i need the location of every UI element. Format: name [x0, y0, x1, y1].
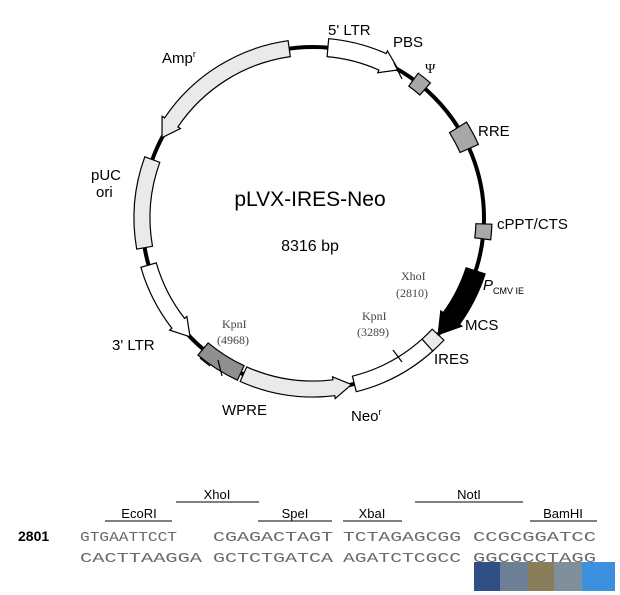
- ecori-enzyme-label: EcoRI: [121, 506, 156, 521]
- top-strand-block-2: CGAGACTAGT: [213, 530, 333, 546]
- top-strand-block-1: GTGAATTCCT: [80, 530, 177, 546]
- cppt-feature: [474, 223, 493, 241]
- kpni2-site-name: KpnI: [222, 317, 247, 331]
- psi-symbol: Ψ: [425, 62, 436, 77]
- neo-label-main: Neo: [351, 408, 379, 425]
- xhoi-site-name: XhoI: [401, 269, 426, 283]
- ltr5-label: 5' LTR: [328, 22, 371, 39]
- noti-enzyme-label: NotI: [457, 487, 481, 502]
- ires-label: IRES: [434, 351, 469, 368]
- top-strand-block-3: TCTAGAGCGG: [343, 530, 461, 546]
- pbs-tick: [393, 62, 403, 80]
- psi-feature: [407, 72, 432, 96]
- pbs-label: PBS: [393, 34, 423, 51]
- kpni-site-pos: (3289): [357, 325, 389, 339]
- amp-label-sup: r: [193, 49, 196, 59]
- amp-feature: [161, 40, 291, 139]
- bottom-strand-block-3: AGATCTCGCC: [343, 551, 461, 567]
- amp-label: Ampr: [162, 49, 196, 67]
- pcmv-label-sub: CMV IE: [493, 286, 524, 296]
- mcs-sequence-panel: XhoI NotI EcoRI SpeI XbaI BamHI 2801 GTG…: [18, 487, 615, 591]
- bamhi-enzyme-label: BamHI: [543, 506, 583, 521]
- pcmv-label-main: P: [483, 277, 493, 294]
- cppt-label: cPPT/CTS: [497, 216, 568, 233]
- bottom-strand-block-2: GCTCTGATCA: [213, 551, 334, 567]
- rre-label: RRE: [478, 123, 510, 140]
- kpn-4968-tick: [199, 357, 211, 367]
- ltr3-label: 3' LTR: [112, 337, 155, 354]
- puc-ori-feature: [133, 156, 161, 250]
- puc-label-line1: pUC: [91, 167, 121, 184]
- ltr3-wpre-tick: [217, 359, 223, 377]
- pcmv-promoter-feature: [437, 267, 486, 336]
- ires-feature: [351, 338, 434, 393]
- color-swatch-strip: [474, 562, 615, 591]
- wpre-feature: [197, 342, 245, 381]
- ltr3-feature: [140, 262, 191, 338]
- pcmv-label: PCMV IE: [483, 277, 524, 296]
- kpni2-site-pos: (4968): [217, 333, 249, 347]
- xhoi-enzyme-label: XhoI: [204, 487, 231, 502]
- mcs-feature: [421, 328, 445, 352]
- bottom-strand-block-1: CACTTAAGGA: [80, 551, 203, 567]
- xhoi-site-pos: (2810): [396, 286, 428, 300]
- neo-feature: [239, 366, 353, 400]
- kpni-site-name: KpnI: [362, 309, 387, 323]
- top-strand-block-4: CCGCGGATCC: [473, 530, 596, 546]
- plasmid-name: pLVX-IRES-Neo: [234, 188, 385, 211]
- kpn-3289-tick: [392, 349, 403, 363]
- rre-feature: [448, 121, 480, 154]
- spei-enzyme-label: SpeI: [282, 506, 309, 521]
- sequence-position: 2801: [18, 528, 49, 544]
- puc-label-line2: ori: [96, 184, 113, 201]
- plasmid-size: 8316 bp: [281, 238, 339, 255]
- wpre-label: WPRE: [222, 402, 267, 419]
- mcs-label: MCS: [465, 317, 498, 334]
- amp-label-main: Amp: [162, 50, 193, 67]
- xbai-enzyme-label: XbaI: [359, 506, 386, 521]
- neo-label: Neor: [351, 407, 382, 425]
- neo-label-sup: r: [379, 407, 382, 417]
- ltr5-feature: [326, 38, 400, 74]
